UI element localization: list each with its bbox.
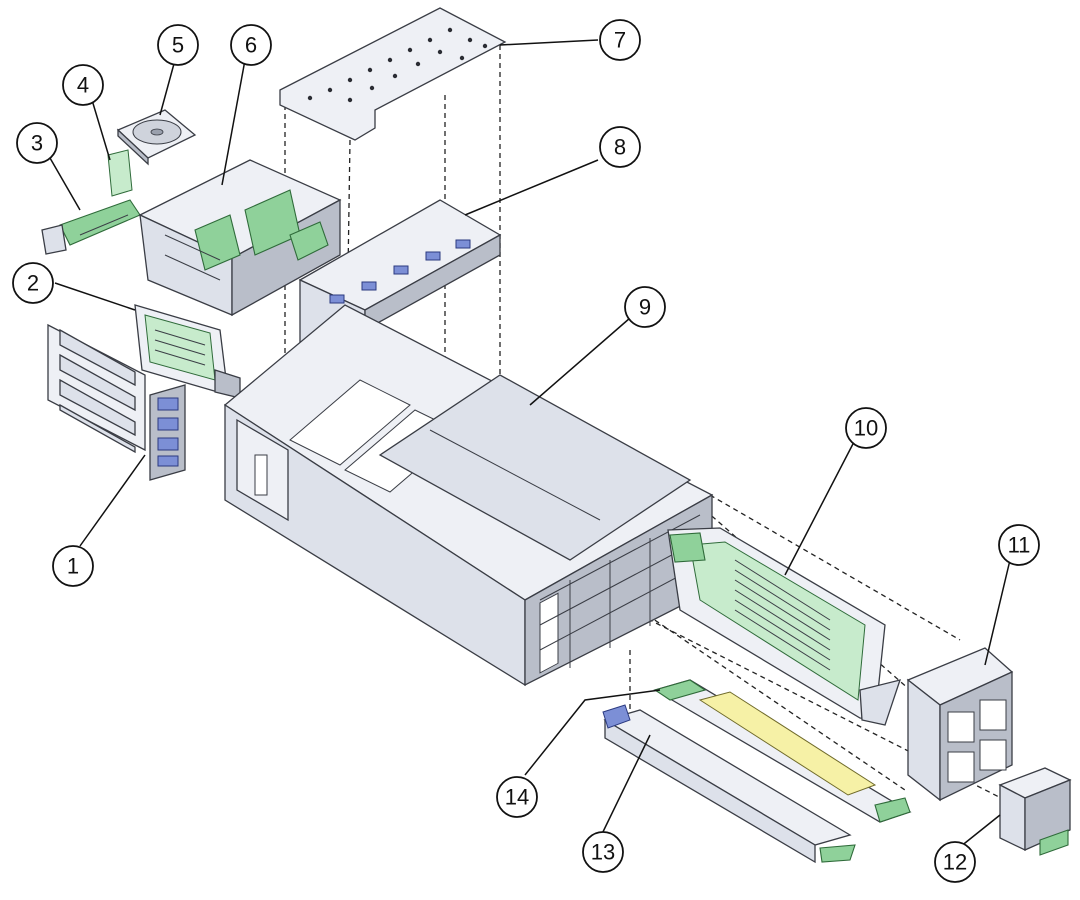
callout-label: 6 xyxy=(245,33,257,58)
callout-2: 2 xyxy=(12,262,54,304)
fan-module xyxy=(998,767,1072,856)
cpu-memory-module xyxy=(667,527,901,726)
callout-label: 9 xyxy=(639,295,651,320)
chassis xyxy=(223,304,714,687)
callout-14: 14 xyxy=(496,776,538,818)
callout-12: 12 xyxy=(934,841,976,883)
callout-1: 1 xyxy=(52,545,94,587)
drive-cage-assembly xyxy=(138,159,342,317)
callout-label: 10 xyxy=(854,416,878,441)
dimm-slots xyxy=(734,559,831,671)
callout-9: 9 xyxy=(624,286,666,328)
callout-label: 8 xyxy=(614,135,626,160)
flash-module xyxy=(107,149,133,197)
front-bays xyxy=(539,514,701,674)
callout-11: 11 xyxy=(998,524,1040,566)
callout-10: 10 xyxy=(845,407,887,449)
callout-label: 5 xyxy=(172,33,184,58)
callout-label: 7 xyxy=(614,28,626,53)
callout-label: 12 xyxy=(943,850,967,875)
callout-8: 8 xyxy=(599,126,641,168)
callout-6: 6 xyxy=(230,24,272,66)
callout-label: 4 xyxy=(77,73,89,98)
leader-lines xyxy=(49,39,1011,856)
callout-13: 13 xyxy=(582,831,624,873)
hard-drive xyxy=(116,109,197,166)
callout-7: 7 xyxy=(599,19,641,61)
callout-label: 2 xyxy=(27,271,39,296)
callout-label: 11 xyxy=(1008,533,1031,558)
callout-4: 4 xyxy=(62,64,104,106)
callout-label: 1 xyxy=(67,554,79,579)
top-cover xyxy=(279,7,507,141)
power-distribution-board xyxy=(134,304,241,399)
psu-backplane xyxy=(653,679,912,823)
callout-5: 5 xyxy=(157,24,199,66)
fan-cage xyxy=(906,647,1014,802)
callout-label: 3 xyxy=(31,131,43,156)
cover-screw-holes xyxy=(307,27,488,103)
power-supply xyxy=(602,704,856,864)
pcie-card xyxy=(41,199,141,255)
callout-label: 14 xyxy=(505,785,529,810)
pcie-riser-assembly xyxy=(47,323,186,481)
callout-label: 13 xyxy=(591,840,615,865)
callout-3: 3 xyxy=(16,122,58,164)
